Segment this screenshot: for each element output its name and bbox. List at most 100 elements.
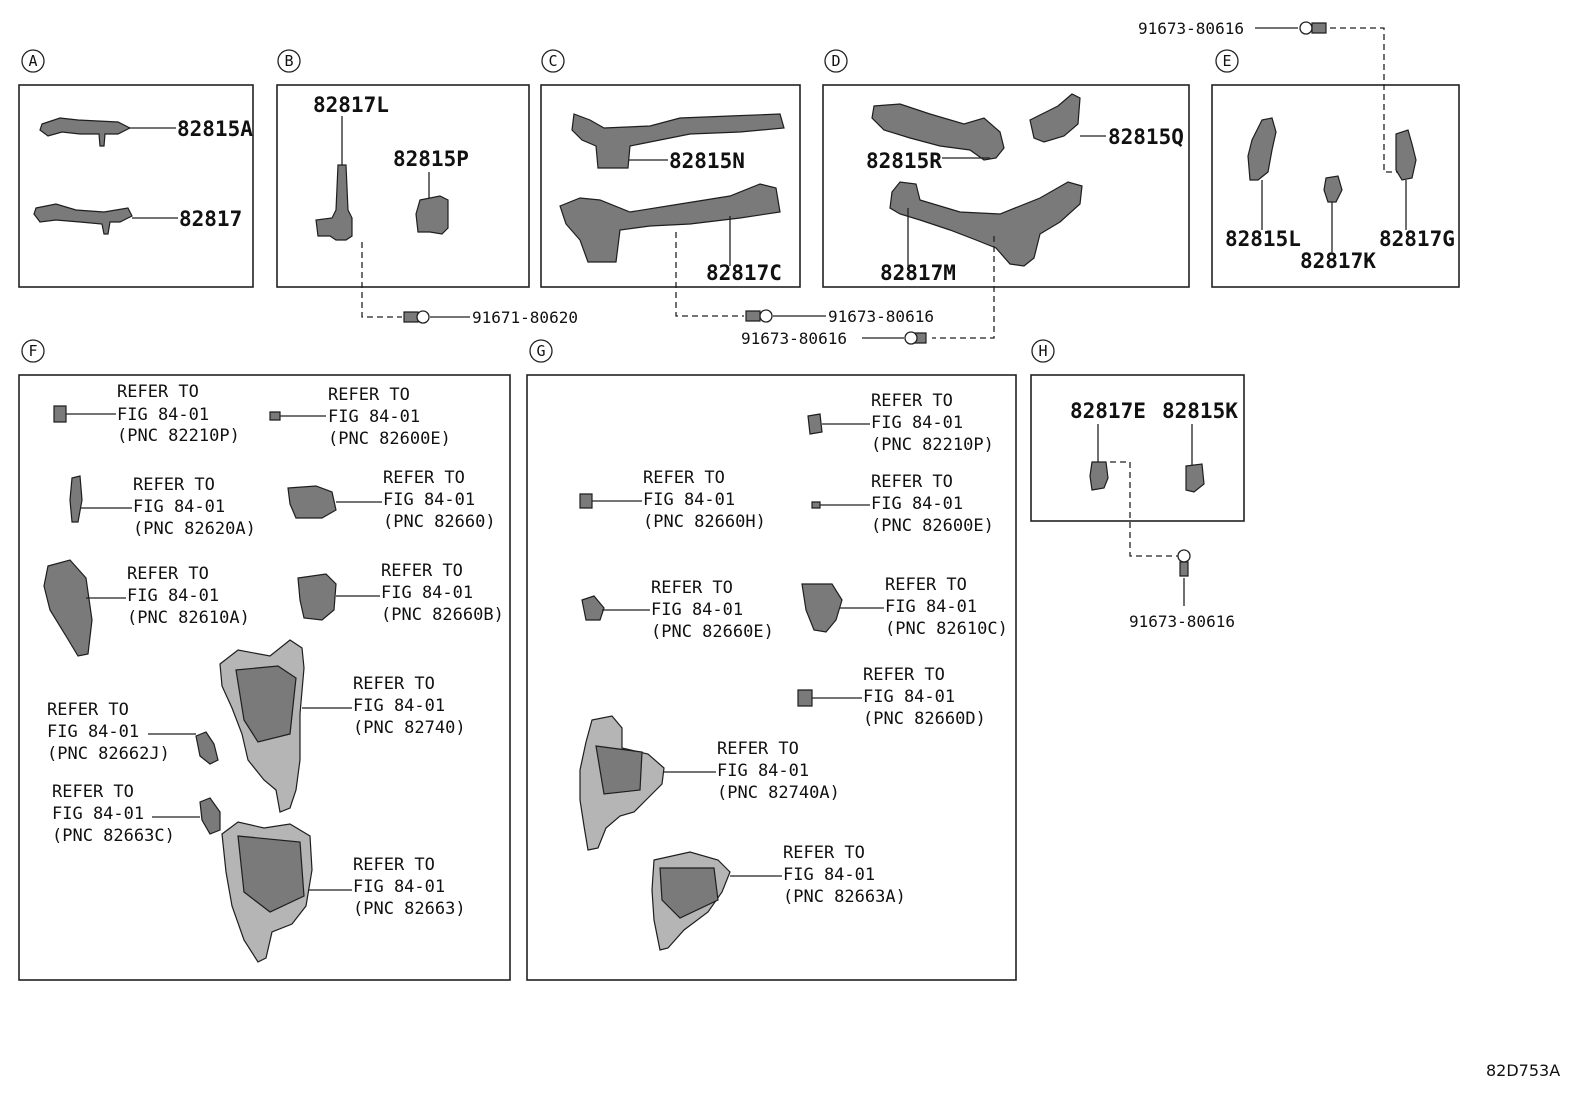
part-82817g[interactable]: 82817G [1379,129,1455,251]
svg-text:REFER TO: REFER TO [871,391,953,411]
part-82817m[interactable]: 82817M [880,181,1083,285]
section-marker-b: B [277,49,301,73]
svg-text:FIG 84-01: FIG 84-01 [52,804,144,824]
svg-text:G: G [536,342,545,360]
ref-g-82740a[interactable]: REFER TO FIG 84-01 (PNC 82740A) [579,715,840,851]
ref-g-82210p[interactable]: REFER TO FIG 84-01 (PNC 82210P) [807,391,994,455]
svg-text:82815A: 82815A [177,117,253,141]
bolt-91673-80616-h[interactable]: 91673-80616 [1110,461,1235,631]
part-82815k[interactable]: 82815K [1162,399,1238,493]
svg-text:(PNC 82210P): (PNC 82210P) [871,435,994,455]
svg-text:REFER TO: REFER TO [651,578,733,598]
svg-text:(PNC 82660B): (PNC 82660B) [381,605,504,625]
svg-text:(PNC 82620A): (PNC 82620A) [133,519,256,539]
section-marker-a: A [21,49,45,73]
svg-text:(PNC 82663): (PNC 82663) [353,899,466,919]
svg-text:REFER TO: REFER TO [643,468,725,488]
svg-text:82815K: 82815K [1162,399,1238,423]
ref-f-82663[interactable]: REFER TO FIG 84-01 (PNC 82663) [221,821,466,963]
svg-text:82817E: 82817E [1070,399,1146,423]
svg-text:B: B [284,52,293,70]
ref-f-82620a[interactable]: REFER TO FIG 84-01 (PNC 82620A) [69,475,256,539]
ref-g-82660e[interactable]: REFER TO FIG 84-01 (PNC 82660E) [581,578,774,642]
svg-text:H: H [1038,342,1047,360]
part-82817l[interactable]: 82817L [313,93,389,241]
svg-text:82815Q: 82815Q [1108,125,1184,149]
section-marker-e: E [1215,49,1239,73]
diagram-code: 82D753A [1486,1061,1560,1080]
ref-f-82660b[interactable]: REFER TO FIG 84-01 (PNC 82660B) [297,561,504,625]
ref-f-82210p[interactable]: REFER TO FIG 84-01 (PNC 82210P) [53,382,240,446]
svg-text:REFER TO: REFER TO [383,468,465,488]
svg-text:82815P: 82815P [393,147,469,171]
svg-text:82817M: 82817M [880,261,956,285]
ref-f-82660[interactable]: REFER TO FIG 84-01 (PNC 82660) [287,468,496,532]
svg-text:FIG 84-01: FIG 84-01 [643,490,735,510]
ref-f-82662j[interactable]: REFER TO FIG 84-01 (PNC 82662J) [47,700,219,765]
part-82815q[interactable]: 82815Q [1029,93,1184,149]
part-82815r[interactable]: 82815R [866,103,1005,173]
svg-text:(PNC 82600E): (PNC 82600E) [871,516,994,536]
svg-text:(PNC 82663C): (PNC 82663C) [52,826,175,846]
ref-g-82660h[interactable]: REFER TO FIG 84-01 (PNC 82660H) [579,468,766,532]
ref-g-82663a[interactable]: REFER TO FIG 84-01 (PNC 82663A) [651,843,906,951]
bolt-91673-80616-d[interactable]: 91673-80616 [741,236,995,348]
part-82815l[interactable]: 82815L [1225,117,1301,251]
svg-text:REFER TO: REFER TO [717,739,799,759]
svg-text:82815N: 82815N [669,149,745,173]
ref-g-82600e[interactable]: REFER TO FIG 84-01 (PNC 82600E) [811,472,994,536]
svg-text:82817: 82817 [179,207,242,231]
svg-text:REFER TO: REFER TO [127,564,209,584]
bolt-91673-80616-e[interactable]: 91673-80616 [1138,19,1398,173]
ref-f-82740[interactable]: REFER TO FIG 84-01 (PNC 82740) [219,639,466,813]
section-c-frame [540,84,801,288]
svg-text:91673-80616: 91673-80616 [1138,19,1244,38]
part-82817e[interactable]: 82817E [1070,399,1146,491]
ref-g-82660d[interactable]: REFER TO FIG 84-01 (PNC 82660D) [797,665,986,729]
svg-text:82817G: 82817G [1379,227,1455,251]
svg-text:82817K: 82817K [1300,249,1376,273]
part-82817c[interactable]: 82817C [559,183,782,285]
section-g-frame [526,374,1017,981]
svg-text:FIG 84-01: FIG 84-01 [353,877,445,897]
section-a-frame [18,84,254,288]
section-e-frame [1211,84,1460,288]
svg-text:(PNC 82660H): (PNC 82660H) [643,512,766,532]
section-f-frame [18,374,511,981]
svg-text:FIG 84-01: FIG 84-01 [133,497,225,517]
svg-text:FIG 84-01: FIG 84-01 [783,865,875,885]
svg-text:(PNC 82610A): (PNC 82610A) [127,608,250,628]
svg-text:REFER TO: REFER TO [47,700,129,720]
section-marker-d: D [824,49,848,73]
bolt-91673-80616-c[interactable]: 91673-80616 [675,232,934,326]
svg-text:C: C [548,52,557,70]
svg-text:FIG 84-01: FIG 84-01 [717,761,809,781]
section-marker-g: G [529,339,553,363]
ref-g-82610c[interactable]: REFER TO FIG 84-01 (PNC 82610C) [801,575,1008,639]
ref-f-82610a[interactable]: REFER TO FIG 84-01 (PNC 82610A) [43,559,250,657]
svg-text:FIG 84-01: FIG 84-01 [383,490,475,510]
svg-text:FIG 84-01: FIG 84-01 [328,407,420,427]
svg-text:91673-80616: 91673-80616 [741,329,847,348]
bolt-91671-80620[interactable]: 91671-80620 [361,242,578,327]
svg-text:82815R: 82815R [866,149,942,173]
part-82815n[interactable]: 82815N [571,113,785,173]
svg-text:F: F [28,342,37,360]
svg-text:FIG 84-01: FIG 84-01 [381,583,473,603]
part-82817k[interactable]: 82817K [1300,175,1376,273]
ref-f-82600e[interactable]: REFER TO FIG 84-01 (PNC 82600E) [269,385,451,449]
svg-text:82815L: 82815L [1225,227,1301,251]
part-82815a[interactable]: 82815A [39,117,253,147]
ref-f-82663c[interactable]: REFER TO FIG 84-01 (PNC 82663C) [52,782,221,846]
svg-text:E: E [1222,52,1231,70]
part-82817[interactable]: 82817 [33,203,242,235]
svg-text:(PNC 82662J): (PNC 82662J) [47,744,170,764]
svg-text:(PNC 82610C): (PNC 82610C) [885,619,1008,639]
svg-text:FIG 84-01: FIG 84-01 [117,405,209,425]
svg-text:REFER TO: REFER TO [885,575,967,595]
svg-text:91673-80616: 91673-80616 [1129,612,1235,631]
svg-text:91673-80616: 91673-80616 [828,307,934,326]
svg-text:FIG 84-01: FIG 84-01 [353,696,445,716]
svg-text:REFER TO: REFER TO [133,475,215,495]
part-82815p[interactable]: 82815P [393,147,469,235]
